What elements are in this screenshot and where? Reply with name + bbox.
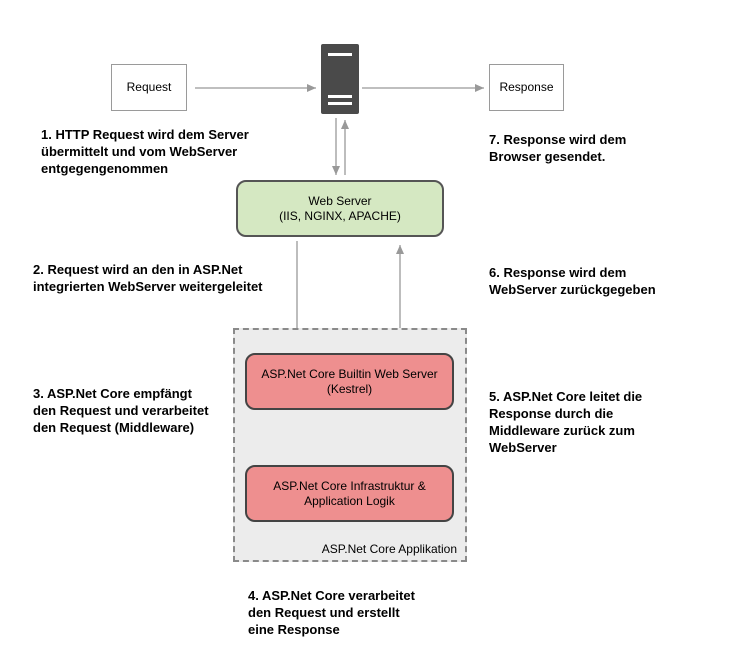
request-label: Request	[126, 80, 172, 94]
server-icon	[321, 44, 359, 114]
step-5-text: 5. ASP.Net Core leitet die Response durc…	[489, 389, 643, 455]
response-label: Response	[499, 80, 554, 94]
server-slot	[328, 95, 352, 98]
web-server-box: Web Server (IIS, NGINX, APACHE)	[236, 180, 444, 237]
kestrel-subtitle: (Kestrel)	[326, 381, 373, 396]
kestrel-box: ASP.Net Core Builtin Web Server (Kestrel…	[245, 353, 454, 410]
step-7-text: 7. Response wird dem Browser gesendet.	[489, 132, 627, 164]
step-1-text: 1. HTTP Request wird dem Server übermitt…	[41, 127, 249, 176]
step-3-text: 3. ASP.Net Core empfängt den Request und…	[33, 386, 209, 435]
server-slot	[328, 53, 352, 56]
infrastructure-subtitle: Application Logik	[304, 493, 395, 508]
infrastructure-box: ASP.Net Core Infrastruktur & Application…	[245, 465, 454, 522]
container-label: ASP.Net Core Applikation	[321, 542, 457, 556]
server-slot	[328, 102, 352, 105]
response-box: Response	[489, 64, 564, 111]
infrastructure-title: ASP.Net Core Infrastruktur &	[273, 478, 426, 493]
step-6-text: 6. Response wird dem WebServer zurückgeg…	[489, 265, 656, 297]
web-server-subtitle: (IIS, NGINX, APACHE)	[279, 208, 401, 223]
kestrel-title: ASP.Net Core Builtin Web Server	[261, 366, 438, 381]
request-box: Request	[111, 64, 187, 111]
step-2-text: 2. Request wird an den in ASP.Net integr…	[33, 262, 263, 294]
web-server-title: Web Server	[308, 193, 372, 208]
step-4-text: 4. ASP.Net Core verarbeitet den Request …	[248, 588, 415, 637]
